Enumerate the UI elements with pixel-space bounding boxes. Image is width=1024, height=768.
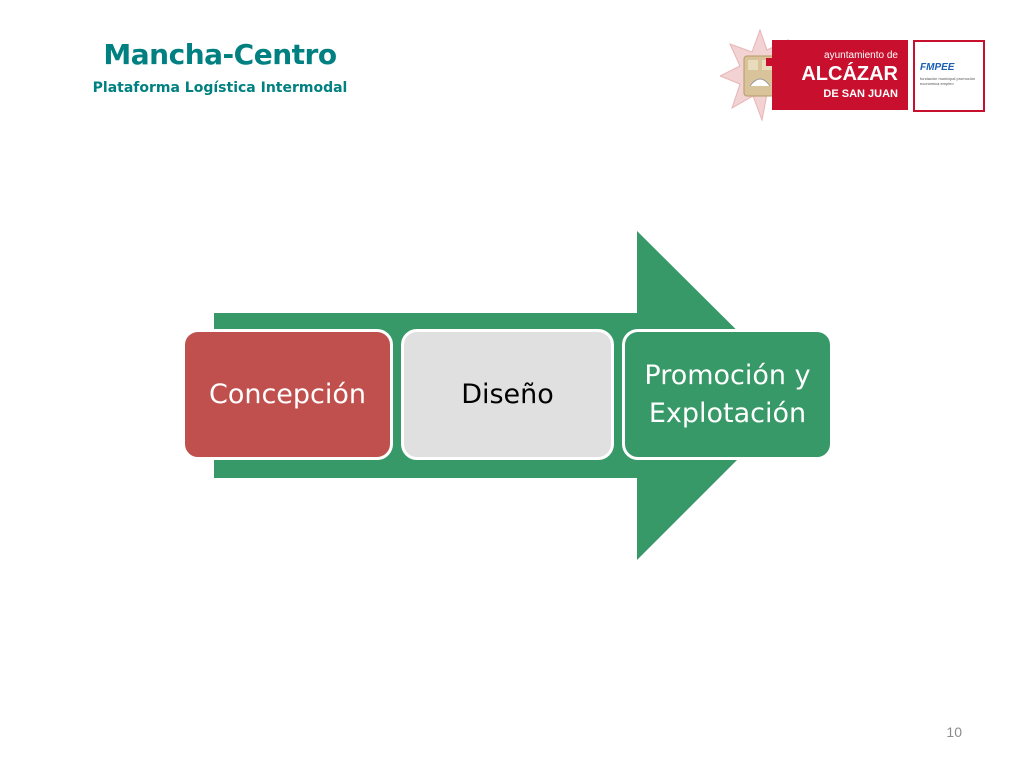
logo-text-line3: DE SAN JUAN (823, 88, 898, 100)
logo-text-line1: ayuntamiento de (824, 50, 898, 61)
fmpee-tagline: fundación municipal promoción económica … (920, 76, 976, 86)
ayuntamiento-logo: ayuntamiento de ALCÁZAR DE SAN JUAN (772, 40, 908, 110)
stage-label: Promoción y Explotación (644, 359, 811, 429)
stage-promocion-explotacion: Promoción y Explotación (622, 329, 833, 460)
logo-text-line2: ALCÁZAR (801, 63, 898, 85)
stage-concepcion: Concepción (182, 329, 393, 460)
fmpee-logo: FMPEE fundación municipal promoción econ… (913, 40, 985, 112)
fmpee-name: FMPEE (920, 62, 955, 73)
page-number: 10 (946, 724, 962, 740)
page-subtitle: Plataforma Logística Intermodal (92, 80, 348, 96)
stage-label: Diseño (461, 378, 554, 410)
stage-label: Concepción (208, 378, 367, 410)
stage-diseno: Diseño (401, 329, 614, 460)
logo-area: ayuntamiento de ALCÁZAR DE SAN JUAN FMPE… (720, 28, 985, 123)
page-title: Mancha-Centro (103, 38, 337, 71)
